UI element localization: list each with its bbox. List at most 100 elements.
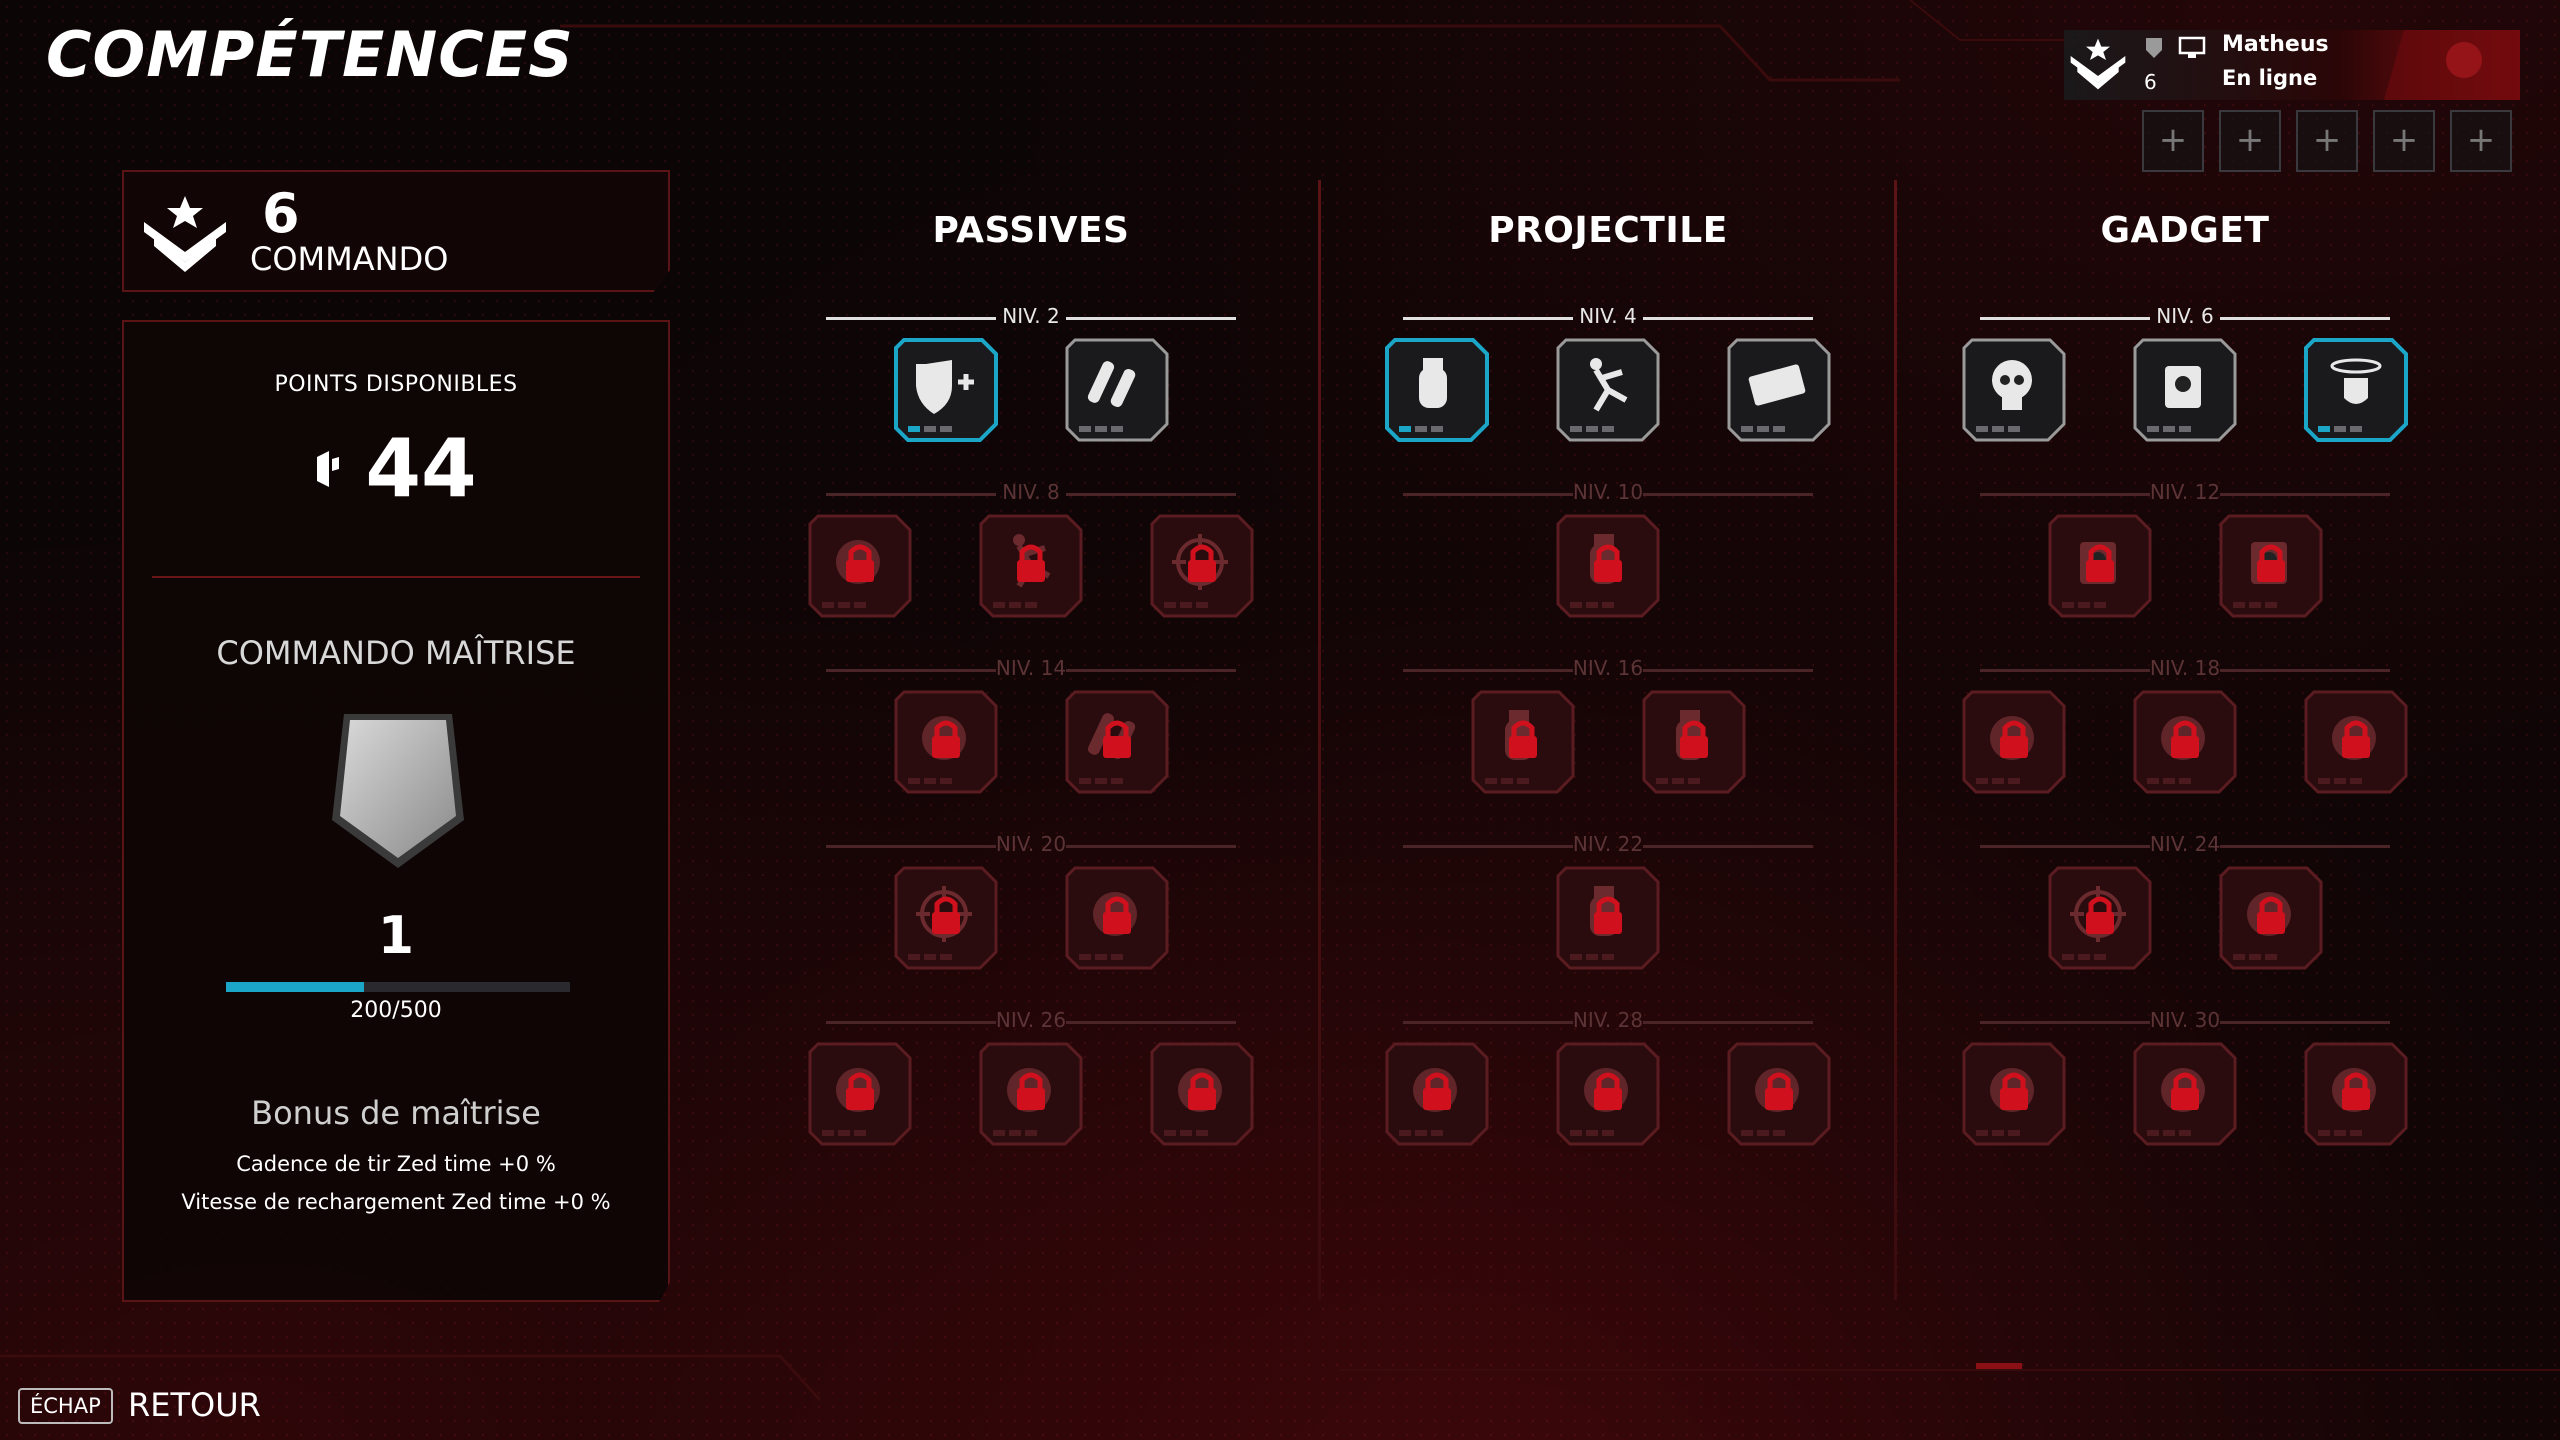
- mastery-bonus-line: Vitesse de rechargement Zed time +0 %: [181, 1190, 611, 1214]
- party-slot[interactable]: +: [2219, 110, 2281, 172]
- tier-line: [1066, 317, 1236, 320]
- skill-slot[interactable]: [2219, 866, 2323, 970]
- skill-slot[interactable]: [1962, 338, 2066, 442]
- back-button[interactable]: RETOUR: [128, 1386, 261, 1424]
- skill-slot[interactable]: [1556, 1042, 1660, 1146]
- skill-slot[interactable]: [894, 866, 998, 970]
- skill-slot[interactable]: [1556, 866, 1660, 970]
- tier-level-label: NIV. 6: [2156, 304, 2214, 328]
- claw-icon: [2133, 690, 2237, 794]
- skill-slot[interactable]: [894, 690, 998, 794]
- tier-line: [1066, 493, 1236, 496]
- tier-level-label: NIV. 14: [995, 656, 1067, 680]
- points-row: 44: [124, 422, 668, 515]
- barrel-icon: [1727, 1042, 1831, 1146]
- tier-level-label: NIV. 28: [1572, 1008, 1644, 1032]
- dash-orb-icon: [2219, 866, 2322, 970]
- skill-slot[interactable]: [1065, 866, 1169, 970]
- skull-icon: [1962, 338, 2066, 442]
- spark-burst-icon: [1962, 690, 2066, 794]
- skill-slot[interactable]: [808, 1042, 912, 1146]
- tier-line: [1643, 317, 1813, 320]
- skill-slot[interactable]: [1385, 338, 1489, 442]
- party-slot[interactable]: +: [2296, 110, 2358, 172]
- tier-level-label: NIV. 12: [2149, 480, 2221, 504]
- column-title: GADGET: [2100, 210, 2270, 251]
- mine-icon: [2133, 338, 2237, 442]
- skill-slot[interactable]: [1150, 1042, 1254, 1146]
- skill-slot[interactable]: [2304, 690, 2408, 794]
- skill-slot[interactable]: [808, 514, 912, 618]
- skill-slot[interactable]: [2048, 866, 2152, 970]
- player-status: En ligne: [2222, 66, 2318, 90]
- target-circle-icon: [1150, 514, 1254, 618]
- escape-key-button[interactable]: ÉCHAP: [18, 1388, 113, 1424]
- skill-slot[interactable]: [1065, 338, 1169, 442]
- tier-level-label: NIV. 30: [2149, 1008, 2221, 1032]
- tier-line: [2220, 669, 2390, 672]
- pc-platform-icon: [2178, 36, 2206, 58]
- skill-slot[interactable]: [1556, 514, 1660, 618]
- skill-slot[interactable]: [979, 514, 1083, 618]
- player-name: Matheus: [2222, 32, 2329, 57]
- tier-line: [2220, 493, 2390, 496]
- skill-slot[interactable]: [2304, 1042, 2408, 1146]
- book-icon: [2304, 1042, 2408, 1146]
- grenade-fire-icon: [1642, 690, 1745, 794]
- crosshair-icon: [894, 866, 997, 970]
- tier-line: [826, 317, 996, 320]
- party-slot[interactable]: +: [2450, 110, 2512, 172]
- skill-slot[interactable]: [1150, 514, 1254, 618]
- skill-slot[interactable]: [1727, 338, 1831, 442]
- tier-level-label: NIV. 24: [2149, 832, 2221, 856]
- ragdoll-explosion-icon: [1556, 338, 1660, 442]
- mastery-bonus-title: Bonus de maîtrise: [251, 1094, 541, 1132]
- splash-icon: [1962, 1042, 2066, 1146]
- drone-icon: [2304, 338, 2408, 442]
- skill-slot[interactable]: [1727, 1042, 1831, 1146]
- class-card: 6 COMMANDO: [122, 170, 670, 292]
- tier-line: [1980, 317, 2150, 320]
- skill-point-icon: [317, 450, 340, 487]
- tier-level-label: NIV. 4: [1579, 304, 1637, 328]
- skill-slot[interactable]: [893, 338, 998, 442]
- ammo-plus-icon: [1065, 690, 1168, 794]
- fire-swirl-icon: [1385, 1042, 1489, 1146]
- skill-slot[interactable]: [1556, 338, 1660, 442]
- points-value: 44: [365, 422, 477, 515]
- tier-line: [1980, 669, 2150, 672]
- skill-slot[interactable]: [1962, 1042, 2066, 1146]
- grenade-pack-icon: [1556, 866, 1660, 970]
- skill-slot[interactable]: [2133, 338, 2237, 442]
- party-slot[interactable]: +: [2142, 110, 2204, 172]
- rank-chevrons-icon: [1150, 1042, 1254, 1146]
- reload-cycle-icon: [1065, 866, 1168, 970]
- skill-slot[interactable]: [1962, 690, 2066, 794]
- mastery-progress-bar: [226, 982, 570, 992]
- skill-slot[interactable]: [979, 1042, 1083, 1146]
- thumbs-up-icon: [808, 1042, 912, 1146]
- tier-level-label: NIV. 22: [1572, 832, 1644, 856]
- party-slot[interactable]: +: [2373, 110, 2435, 172]
- player-rank-icon: [2070, 38, 2126, 90]
- skill-slot[interactable]: [2133, 690, 2237, 794]
- tier-line: [1643, 1021, 1813, 1024]
- soldier-run-icon: [979, 514, 1083, 618]
- timer-device-icon: [2048, 514, 2151, 618]
- gear-plus-icon: [2133, 1042, 2237, 1146]
- skill-slot[interactable]: [1642, 690, 1746, 794]
- tier-line: [1066, 1021, 1236, 1024]
- skill-slot[interactable]: [2133, 1042, 2237, 1146]
- tier-level-label: NIV. 16: [1572, 656, 1644, 680]
- skill-slot[interactable]: [1471, 690, 1575, 794]
- skill-slot[interactable]: [1385, 1042, 1489, 1146]
- skill-slot[interactable]: [2048, 514, 2152, 618]
- tier-line: [1403, 317, 1573, 320]
- tier-level-label: NIV. 26: [995, 1008, 1067, 1032]
- skill-slot[interactable]: [2304, 338, 2408, 442]
- skill-slot[interactable]: [2219, 514, 2323, 618]
- skill-slot[interactable]: [1065, 690, 1169, 794]
- tier-line: [1643, 493, 1813, 496]
